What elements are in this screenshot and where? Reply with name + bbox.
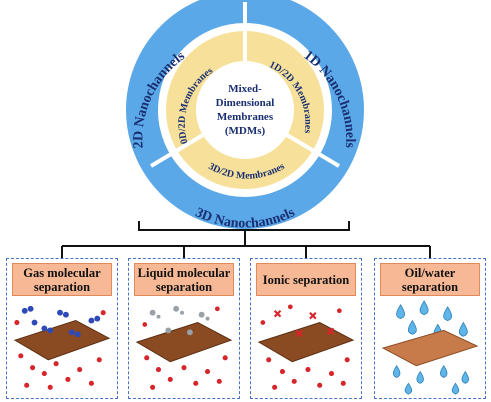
panel-title: Ionic separation: [256, 263, 356, 296]
panel-ionic-separation: Ionic separation: [250, 258, 362, 399]
center-line-3: Membranes: [217, 111, 274, 123]
sector-dividers: [149, 2, 341, 168]
center-disk: [197, 62, 293, 158]
oil-water-separation-illustration: [381, 300, 479, 395]
panel-title: Liquid molecular separation: [134, 263, 234, 296]
panel-title: Oil/water separation: [380, 263, 480, 296]
panel-liquid-separation: Liquid molecular separation: [128, 258, 240, 399]
ionic-separation-illustration: [257, 304, 355, 390]
center-line-2: Dimensional: [216, 97, 275, 109]
panel-oil-water-separation: Oil/water separation: [374, 258, 486, 399]
center-line-1: Mixed-: [228, 83, 262, 95]
panel-title: Gas molecular separation: [12, 263, 112, 296]
liquid-separation-illustration: [135, 305, 233, 390]
gas-separation-illustration: [13, 305, 111, 390]
panel-gas-separation: Gas molecular separation: [6, 258, 118, 399]
center-line-4: (MDMs): [225, 125, 266, 137]
center-text: Mixed- Dimensional Membranes (MDMs): [216, 83, 275, 137]
bracket-connector: [61, 221, 431, 258]
